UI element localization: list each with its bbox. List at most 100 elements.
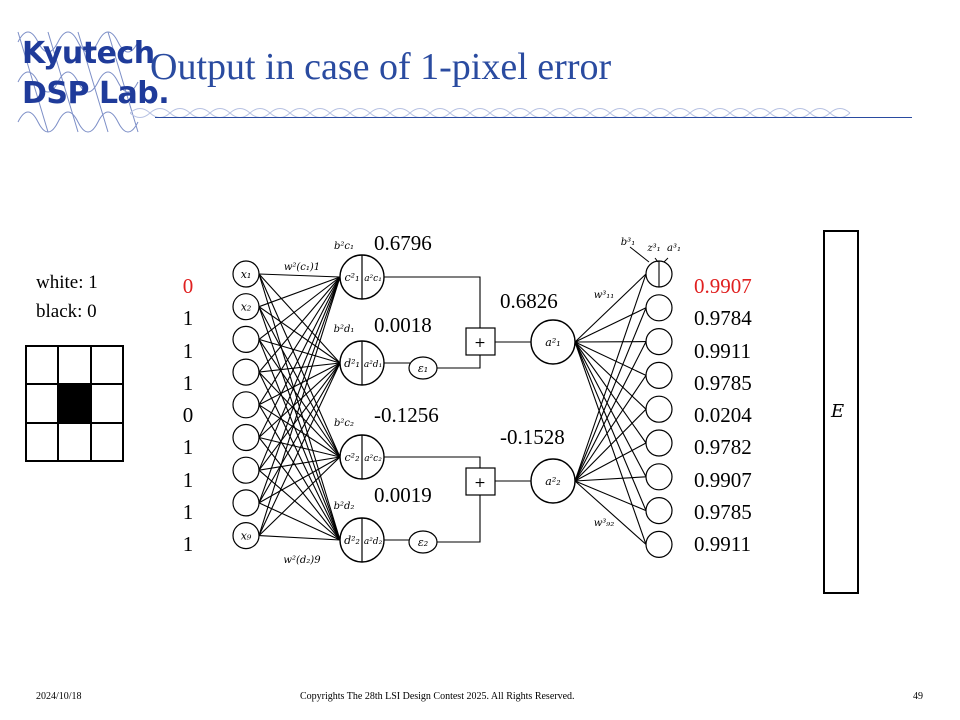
label-d1: d²₁: [344, 357, 360, 370]
label-plus-1: +: [474, 335, 486, 351]
pixel-cell: [90, 422, 123, 461]
value-a1: 0.6826: [500, 289, 558, 313]
input-node: [232, 293, 260, 321]
input-node: [232, 325, 260, 353]
footer-copyright: Copyrights The 28th LSI Design Contest 2…: [300, 691, 575, 702]
title-underline: [155, 117, 912, 118]
label-ad2: a²d₂: [364, 537, 383, 547]
output-node: [645, 463, 673, 491]
input-node: [232, 260, 260, 288]
label-ad1: a²d₁: [364, 360, 382, 370]
label-w92: w³₉₂: [594, 518, 615, 529]
slide-title: Output in case of 1-pixel error: [150, 46, 612, 88]
output-node: [645, 361, 673, 389]
value-d1: 0.0018: [374, 313, 432, 337]
pixel-grid: [25, 345, 124, 462]
pixel-cell: [26, 422, 59, 461]
logo-line-2: DSP Lab.: [22, 76, 170, 111]
label-a31: a³₁: [667, 243, 681, 254]
label-ac2: a²c₂: [364, 454, 382, 464]
input-node: [232, 521, 260, 550]
pixel-cell: [90, 346, 123, 385]
epsilon-node: [408, 530, 438, 554]
epsilon-node: [408, 356, 438, 380]
input-value: 1: [182, 467, 194, 492]
label-w11: w³₁₁: [594, 290, 615, 301]
label-b-d1: b²d₁: [334, 324, 355, 335]
pixel-cell: [58, 384, 91, 423]
input-node: [232, 423, 260, 452]
label-b-c2: b²c₂: [334, 418, 354, 429]
label-b-c1: b²c₁: [334, 241, 354, 252]
output-node: [645, 530, 673, 559]
input-value: 1: [182, 435, 194, 460]
pixel-cell: [58, 346, 91, 385]
label-ac1: a²c₁: [364, 274, 382, 284]
output-value: 0.9911: [694, 338, 751, 363]
footer-page-number: 49: [913, 691, 923, 702]
label-x2: x₂: [241, 301, 252, 314]
label-z31: z³₁: [646, 243, 660, 254]
input-value: 1: [182, 306, 194, 331]
input-value: 1: [182, 370, 194, 395]
error-label: E: [831, 401, 845, 422]
output-node: [645, 294, 673, 322]
label-plus-2: +: [474, 475, 486, 491]
label-b31: b³₁: [621, 237, 635, 248]
value-c2: -0.1256: [374, 403, 439, 427]
output-value: 0.9785: [694, 370, 752, 395]
output-value: 0.9911: [694, 532, 751, 557]
output-value: 0.0204: [694, 403, 752, 428]
label-a1: a²₁: [545, 336, 560, 349]
latent-node: [530, 319, 576, 365]
output-values: 0.9907 0.9784 0.9911 0.9785 0.0204 0.9782 0.99…: [694, 270, 752, 561]
footer-date: 2024/10/18: [36, 691, 82, 702]
lab-logo: Kyutech DSP Lab.: [8, 22, 183, 147]
output-value: 0.9785: [694, 500, 752, 525]
input-value: 1: [182, 500, 194, 525]
output-value: 0.9784: [694, 306, 752, 331]
input-value: 0: [182, 403, 194, 428]
label-eps1: ε₁: [418, 362, 428, 375]
input-value: 1: [182, 338, 194, 363]
value-c1: 0.6796: [374, 231, 432, 255]
pixel-cell: [58, 422, 91, 461]
label-eps2: ε₂: [418, 536, 428, 549]
pixel-cell: [26, 346, 59, 385]
label-c2: c²₂: [345, 451, 360, 464]
label-b-d2: b²d₂: [334, 501, 355, 512]
sum-box: [465, 467, 496, 496]
label-c1: c²₁: [345, 271, 360, 284]
output-node: [645, 429, 673, 457]
label-x1: x₁: [241, 268, 252, 281]
logo-wave-graphic: [17, 31, 139, 133]
input-value: 1: [182, 532, 194, 557]
sum-box: [465, 327, 496, 356]
input-values: 0 1 1 1 0 1 1 1 1: [180, 270, 196, 561]
label-w-c1: w²(c₁)1: [284, 262, 320, 273]
output-value: 0.9782: [694, 435, 752, 460]
input-node: [232, 391, 260, 419]
label-a2: a²₂: [545, 475, 560, 488]
title-wave-decoration: [130, 108, 851, 118]
latent-node: [530, 458, 576, 504]
logo-line-1: Kyutech: [22, 36, 155, 71]
output-node: [645, 395, 673, 423]
label-x9: x₉: [241, 530, 252, 543]
output-value: 0.9907: [694, 467, 752, 492]
output-node: [645, 328, 673, 356]
pixel-cell: [26, 384, 59, 423]
error-box: [823, 230, 859, 594]
legend-white: white: 1: [36, 272, 98, 293]
output-node: [645, 497, 673, 525]
input-node: [232, 489, 260, 517]
label-w-d2: w²(d₂)9: [283, 555, 321, 566]
pixel-legend: white: 1 black: 0: [36, 268, 98, 326]
input-value: 0: [182, 274, 194, 298]
input-node: [232, 456, 260, 484]
value-a2: -0.1528: [500, 425, 565, 449]
value-d2: 0.0019: [374, 483, 432, 507]
label-d2: d²₂: [344, 534, 360, 547]
output-value: 0.9907: [694, 274, 752, 298]
